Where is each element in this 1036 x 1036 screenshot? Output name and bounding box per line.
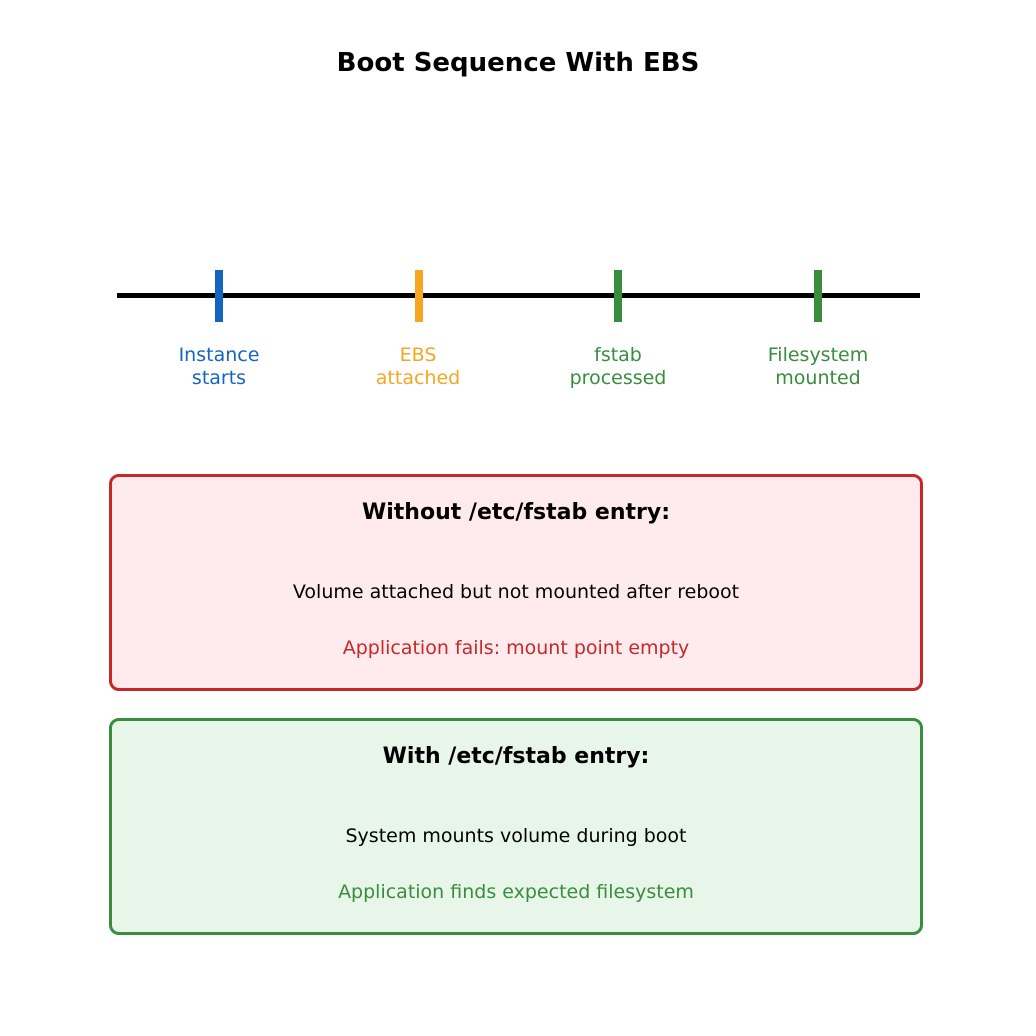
box-heading: With /etc/fstab entry: (382, 744, 650, 769)
label-line: processed (569, 367, 667, 389)
label-line: fstab (594, 344, 642, 366)
timeline-label-filesystem-mounted: Filesystem mounted (738, 344, 898, 390)
timeline-label-fstab-processed: fstab processed (538, 344, 698, 390)
timeline-tick-filesystem-mounted (814, 270, 822, 322)
timeline-axis (117, 293, 920, 298)
box-outcome: Application finds expected filesystem (338, 881, 694, 903)
box-outcome: Application fails: mount point empty (342, 637, 690, 659)
label-line: mounted (775, 367, 861, 389)
timeline-label-ebs-attached: EBS attached (338, 344, 498, 390)
with-fstab-box: With /etc/fstab entry: System mounts vol… (109, 718, 923, 935)
label-line: EBS (399, 344, 437, 366)
label-line: Instance (178, 344, 260, 366)
label-line: Filesystem (767, 344, 869, 366)
timeline-label-instance-starts: Instance starts (139, 344, 299, 390)
box-heading: Without /etc/fstab entry: (361, 500, 670, 525)
box-description: Volume attached but not mounted after re… (292, 581, 740, 603)
timeline-tick-instance-starts (215, 270, 223, 322)
without-fstab-box: Without /etc/fstab entry: Volume attache… (109, 474, 923, 691)
diagram-title: Boot Sequence With EBS (336, 48, 700, 78)
label-line: attached (375, 367, 461, 389)
label-line: starts (191, 367, 247, 389)
box-description: System mounts volume during boot (345, 825, 687, 847)
timeline-tick-ebs-attached (415, 270, 423, 322)
timeline-tick-fstab-processed (614, 270, 622, 322)
